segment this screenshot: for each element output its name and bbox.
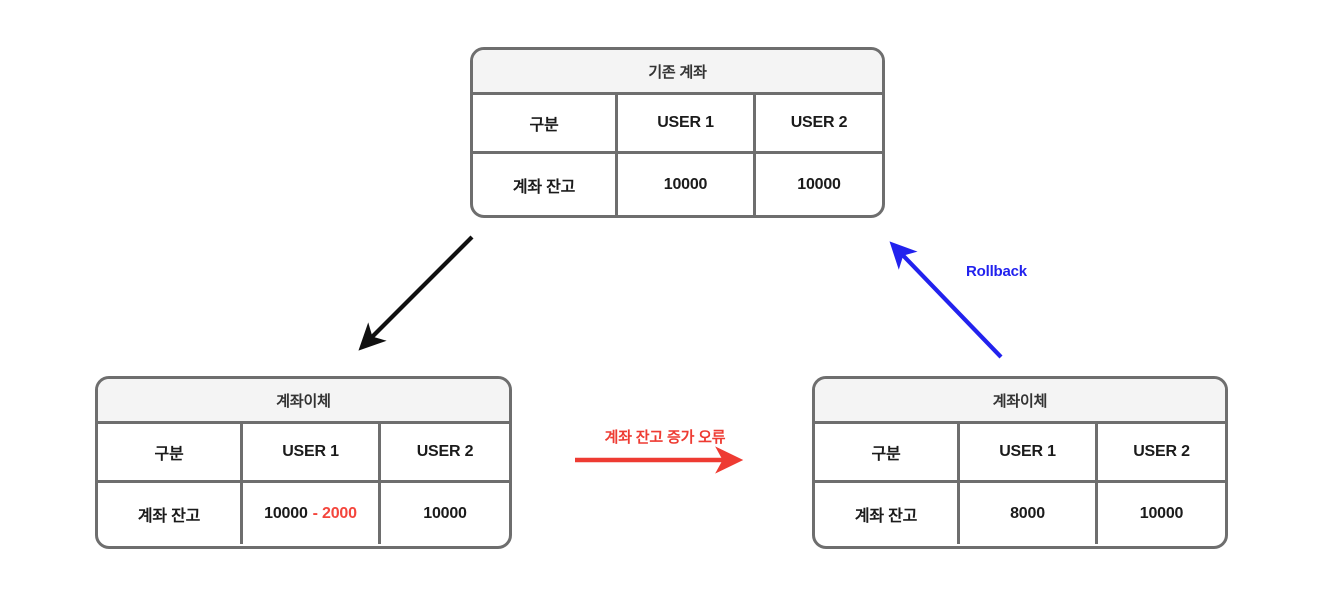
table-row: 계좌 잔고 10000 10000 bbox=[473, 154, 882, 215]
balance-delta-value: - 2000 bbox=[312, 504, 357, 522]
table-card-transfer-after: 계좌이체 구분 USER 1 USER 2 계좌 잔고 8000 10000 bbox=[812, 376, 1228, 549]
table-title-transfer-after: 계좌이체 bbox=[815, 379, 1225, 424]
edge-label-error: 계좌 잔고 증가 오류 bbox=[604, 429, 726, 446]
arrow-transfer-error bbox=[575, 446, 744, 474]
table-row: 계좌 잔고 8000 10000 bbox=[815, 483, 1225, 544]
table-header-row: 구분 USER 1 USER 2 bbox=[473, 95, 882, 154]
table-cell-row-label: 계좌 잔고 bbox=[473, 154, 618, 215]
table-cell-user1-balance: 8000 bbox=[960, 483, 1098, 544]
table-cell-row-label: 계좌 잔고 bbox=[98, 483, 243, 544]
table-row: 계좌 잔고 10000 - 2000 10000 bbox=[98, 483, 509, 544]
table-header-cell-category: 구분 bbox=[815, 424, 960, 480]
table-cell-user2-balance: 10000 bbox=[797, 175, 841, 193]
edge-label-rollback: Rollback bbox=[966, 263, 1027, 280]
balance-base-value: 10000 bbox=[264, 504, 308, 522]
balance-base-value: 10000 bbox=[663, 175, 708, 193]
table-header-cell-user1: USER 1 bbox=[243, 424, 381, 480]
table-cell-user2-balance: 10000 bbox=[423, 504, 467, 522]
table-title-transfer-before: 계좌이체 bbox=[98, 379, 509, 424]
table-header-cell-user1: USER 1 bbox=[960, 424, 1098, 480]
table-header-cell-user2: USER 2 bbox=[790, 114, 848, 131]
arrow-line-original-to-transfer bbox=[358, 235, 474, 351]
table-cell-user1-balance: 10000 - 2000 bbox=[243, 483, 381, 544]
table-header-cell-user2: USER 2 bbox=[416, 443, 474, 460]
table-header-cell-user1: USER 1 bbox=[618, 95, 756, 151]
table-cell-row-label: 계좌 잔고 bbox=[815, 483, 960, 544]
balance-base-value: 8000 bbox=[1010, 504, 1045, 522]
table-header-cell-user2: USER 2 bbox=[1133, 443, 1190, 460]
table-cell-user2-balance: 10000 bbox=[1139, 504, 1184, 522]
table-header-row: 구분 USER 1 USER 2 bbox=[98, 424, 509, 483]
table-card-original: 기존 계좌 구분 USER 1 USER 2 계좌 잔고 10000 10000 bbox=[470, 47, 885, 218]
table-cell-user1-balance: 10000 bbox=[618, 154, 756, 215]
arrow-rollback bbox=[889, 241, 1003, 359]
arrow-original-to-transfer bbox=[358, 235, 474, 351]
table-header-cell-category: 구분 bbox=[98, 424, 243, 480]
table-title-original: 기존 계좌 bbox=[473, 50, 882, 95]
table-header-row: 구분 USER 1 USER 2 bbox=[815, 424, 1225, 483]
arrow-line-rollback bbox=[889, 241, 1003, 359]
table-card-transfer-before: 계좌이체 구분 USER 1 USER 2 계좌 잔고 10000 - 2000… bbox=[95, 376, 512, 549]
table-header-cell-category: 구분 bbox=[473, 95, 618, 151]
